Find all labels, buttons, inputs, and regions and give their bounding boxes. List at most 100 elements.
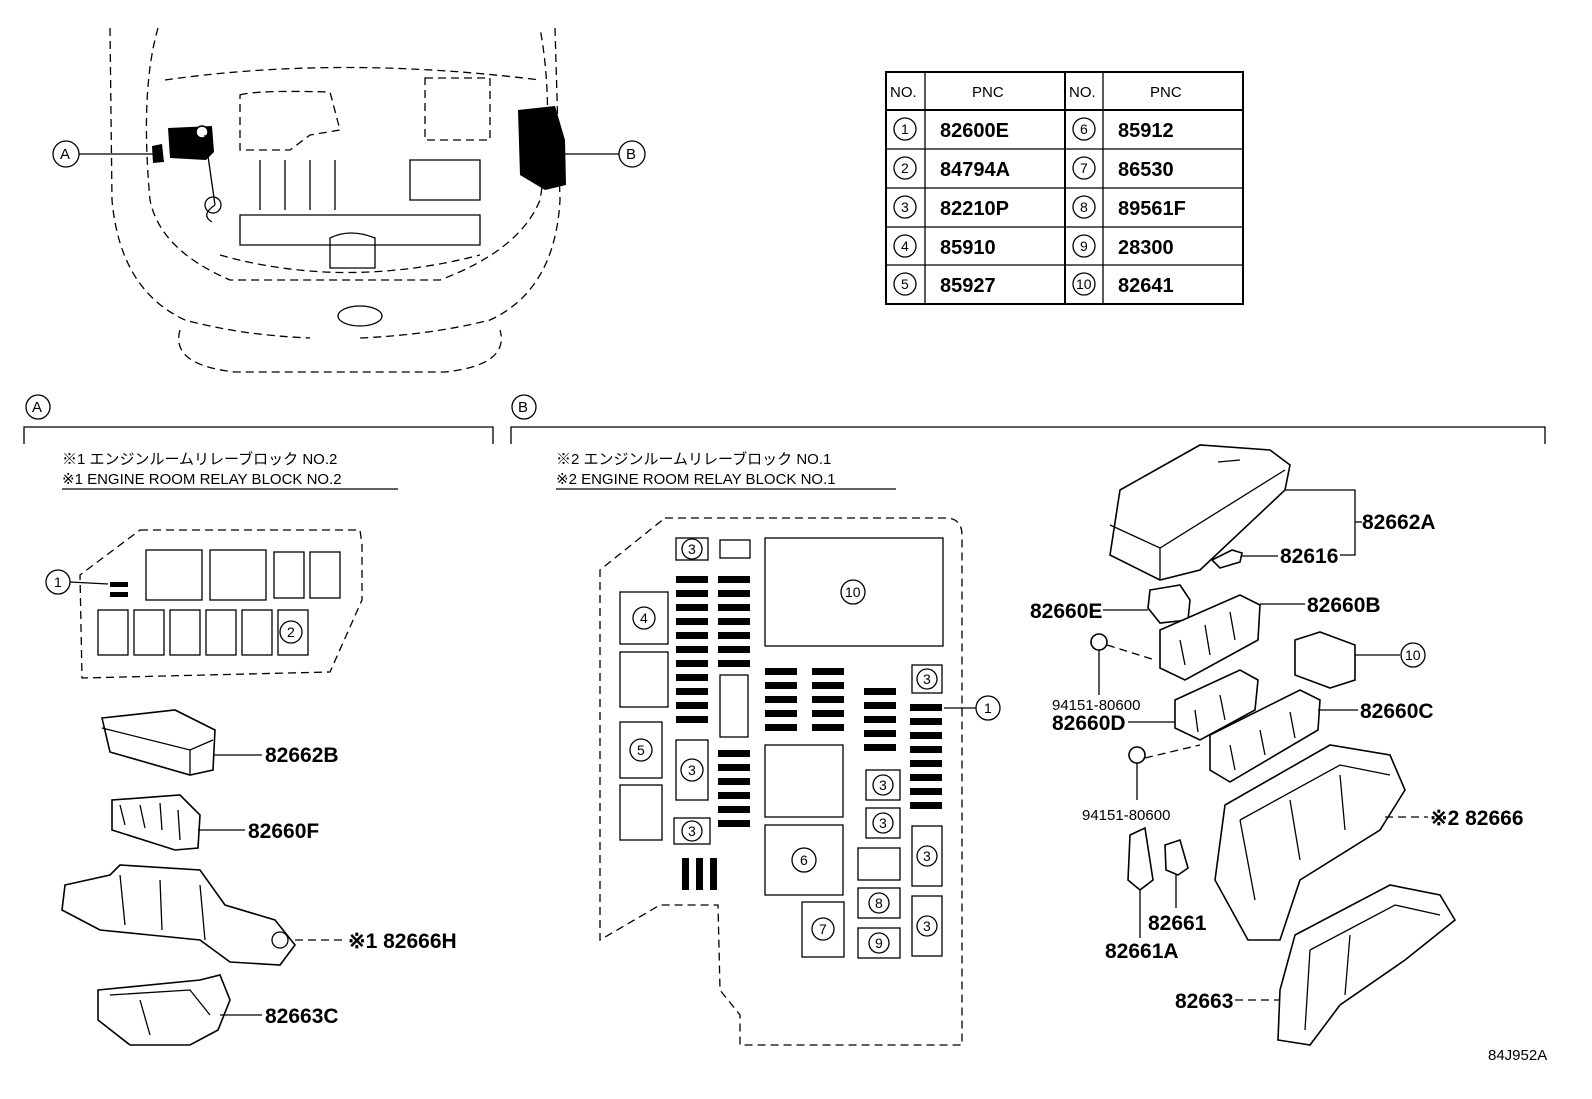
svg-text:10: 10 bbox=[845, 584, 861, 600]
svg-text:82660D: 82660D bbox=[1052, 712, 1126, 735]
section-a-title-jp: ※1 エンジンルームリレーブロック NO.2 bbox=[62, 450, 337, 468]
svg-text:86530: 86530 bbox=[1118, 159, 1174, 181]
section-a-header: A ※1 エンジンルームリレーブロック NO.2 ※1 ENGINE ROOM … bbox=[23, 394, 494, 490]
svg-text:3: 3 bbox=[923, 671, 931, 687]
part-clip-94151-80600-upper: 94151-80600 bbox=[1052, 633, 1156, 714]
callout-b-top: B bbox=[565, 140, 646, 168]
svg-text:8: 8 bbox=[1080, 199, 1088, 215]
part-cover-82662a: 82662A bbox=[1109, 444, 1436, 581]
svg-text:6: 6 bbox=[800, 852, 808, 868]
part-clip-94151-80600-lower: 94151-80600 bbox=[1082, 744, 1201, 824]
table-row: 6 85912 bbox=[1072, 117, 1174, 142]
part-82660c: 82660C bbox=[1209, 689, 1434, 783]
part-82663c: 82663C bbox=[97, 974, 339, 1046]
svg-text:B: B bbox=[626, 146, 636, 163]
svg-text:3: 3 bbox=[688, 541, 696, 557]
svg-text:10: 10 bbox=[1405, 647, 1421, 663]
table-row: 1 82600E bbox=[893, 117, 1009, 142]
part-82616: 82616 bbox=[1210, 545, 1338, 569]
section-a-title-en: ※1 ENGINE ROOM RELAY BLOCK NO.2 bbox=[62, 471, 342, 488]
diagram-id: 84J952A bbox=[1488, 1047, 1547, 1064]
svg-text:※1 82666H: ※1 82666H bbox=[348, 930, 457, 953]
part-82663: 82663 bbox=[1175, 884, 1457, 1046]
svg-text:3: 3 bbox=[923, 918, 931, 934]
svg-text:82616: 82616 bbox=[1280, 545, 1338, 568]
col-pnc-header: PNC bbox=[972, 84, 1004, 101]
svg-text:5: 5 bbox=[901, 276, 909, 292]
svg-text:82660B: 82660B bbox=[1307, 594, 1381, 617]
col-no-header: NO. bbox=[890, 84, 917, 101]
svg-text:84794A: 84794A bbox=[940, 159, 1010, 181]
section-b-header: B ※2 エンジンルームリレーブロック NO.1 ※2 ENGINE ROOM … bbox=[510, 394, 1546, 490]
table-row: 3 82210P bbox=[893, 195, 1009, 220]
svg-text:82660C: 82660C bbox=[1360, 700, 1434, 723]
svg-text:3: 3 bbox=[688, 762, 696, 778]
svg-text:10: 10 bbox=[1076, 276, 1092, 292]
svg-text:82600E: 82600E bbox=[940, 120, 1009, 142]
part-case-82666: ※2 82666 bbox=[1214, 744, 1524, 941]
callout-a-top: A bbox=[52, 140, 155, 168]
part-relay-10: 10 bbox=[1294, 631, 1426, 689]
svg-text:B: B bbox=[518, 399, 528, 416]
svg-text:82660F: 82660F bbox=[248, 820, 319, 843]
part-82660b: 82660B bbox=[1159, 594, 1381, 681]
svg-text:85912: 85912 bbox=[1118, 120, 1174, 142]
svg-text:3: 3 bbox=[901, 199, 909, 215]
svg-text:82661: 82661 bbox=[1148, 912, 1207, 935]
part-82660f: 82660F bbox=[111, 794, 319, 851]
svg-text:94151-80600: 94151-80600 bbox=[1052, 697, 1140, 714]
svg-text:※2 82666: ※2 82666 bbox=[1430, 807, 1524, 830]
svg-text:3: 3 bbox=[923, 848, 931, 864]
pnc-table: NO. PNC NO. PNC 1 82600E 2 84794A 3 8221… bbox=[885, 71, 1244, 305]
svg-text:4: 4 bbox=[901, 238, 909, 254]
part-cover-82662b: 82662B bbox=[101, 709, 339, 776]
svg-text:82663: 82663 bbox=[1175, 990, 1233, 1013]
svg-text:3: 3 bbox=[879, 815, 887, 831]
svg-text:94151-80600: 94151-80600 bbox=[1082, 807, 1170, 824]
table-row: 5 85927 bbox=[893, 272, 996, 297]
svg-text:6: 6 bbox=[1080, 121, 1088, 137]
svg-text:3: 3 bbox=[879, 777, 887, 793]
relay-block-no1-layout: 3 10 4 5 3 3 6 7 8 9 3 3 3 3 3 bbox=[599, 517, 1001, 1046]
relay-block-no2-layout: 2 1 bbox=[45, 529, 363, 679]
svg-text:2: 2 bbox=[901, 160, 909, 176]
svg-text:89561F: 89561F bbox=[1118, 198, 1186, 220]
svg-text:3: 3 bbox=[688, 823, 696, 839]
table-row: 10 82641 bbox=[1072, 272, 1174, 297]
table-row: 2 84794A bbox=[893, 156, 1010, 181]
svg-text:5: 5 bbox=[637, 742, 645, 758]
svg-text:82210P: 82210P bbox=[940, 198, 1009, 220]
vehicle-engine-bay bbox=[109, 27, 566, 373]
svg-text:7: 7 bbox=[819, 921, 827, 937]
part-82661a: 82661A bbox=[1105, 826, 1179, 963]
svg-text:1: 1 bbox=[984, 700, 992, 716]
svg-text:1: 1 bbox=[54, 574, 62, 590]
svg-text:9: 9 bbox=[875, 935, 883, 951]
svg-text:82641: 82641 bbox=[1118, 275, 1174, 297]
svg-text:1: 1 bbox=[901, 121, 909, 137]
svg-text:85927: 85927 bbox=[940, 275, 996, 297]
col-no-header: NO. bbox=[1069, 84, 1096, 101]
svg-text:28300: 28300 bbox=[1118, 237, 1174, 259]
svg-text:A: A bbox=[60, 146, 70, 163]
part-82660d: 82660D bbox=[1052, 669, 1259, 741]
svg-text:85910: 85910 bbox=[940, 237, 996, 259]
svg-text:82660E: 82660E bbox=[1030, 600, 1102, 623]
svg-text:8: 8 bbox=[875, 895, 883, 911]
table-row: 7 86530 bbox=[1072, 156, 1174, 181]
part-82661: 82661 bbox=[1148, 838, 1207, 935]
svg-text:4: 4 bbox=[640, 610, 648, 626]
svg-text:82662B: 82662B bbox=[265, 744, 339, 767]
table-row: 8 89561F bbox=[1072, 195, 1186, 220]
svg-text:82661A: 82661A bbox=[1105, 940, 1179, 963]
part-82660e: 82660E bbox=[1030, 584, 1191, 624]
table-row: 9 28300 bbox=[1072, 234, 1174, 259]
col-pnc-header: PNC bbox=[1150, 84, 1182, 101]
svg-text:9: 9 bbox=[1080, 238, 1088, 254]
svg-text:82662A: 82662A bbox=[1362, 511, 1436, 534]
section-b-title-en: ※2 ENGINE ROOM RELAY BLOCK NO.1 bbox=[556, 471, 836, 488]
svg-text:2: 2 bbox=[287, 624, 295, 640]
svg-text:A: A bbox=[32, 399, 42, 416]
table-row: 4 85910 bbox=[893, 234, 996, 259]
